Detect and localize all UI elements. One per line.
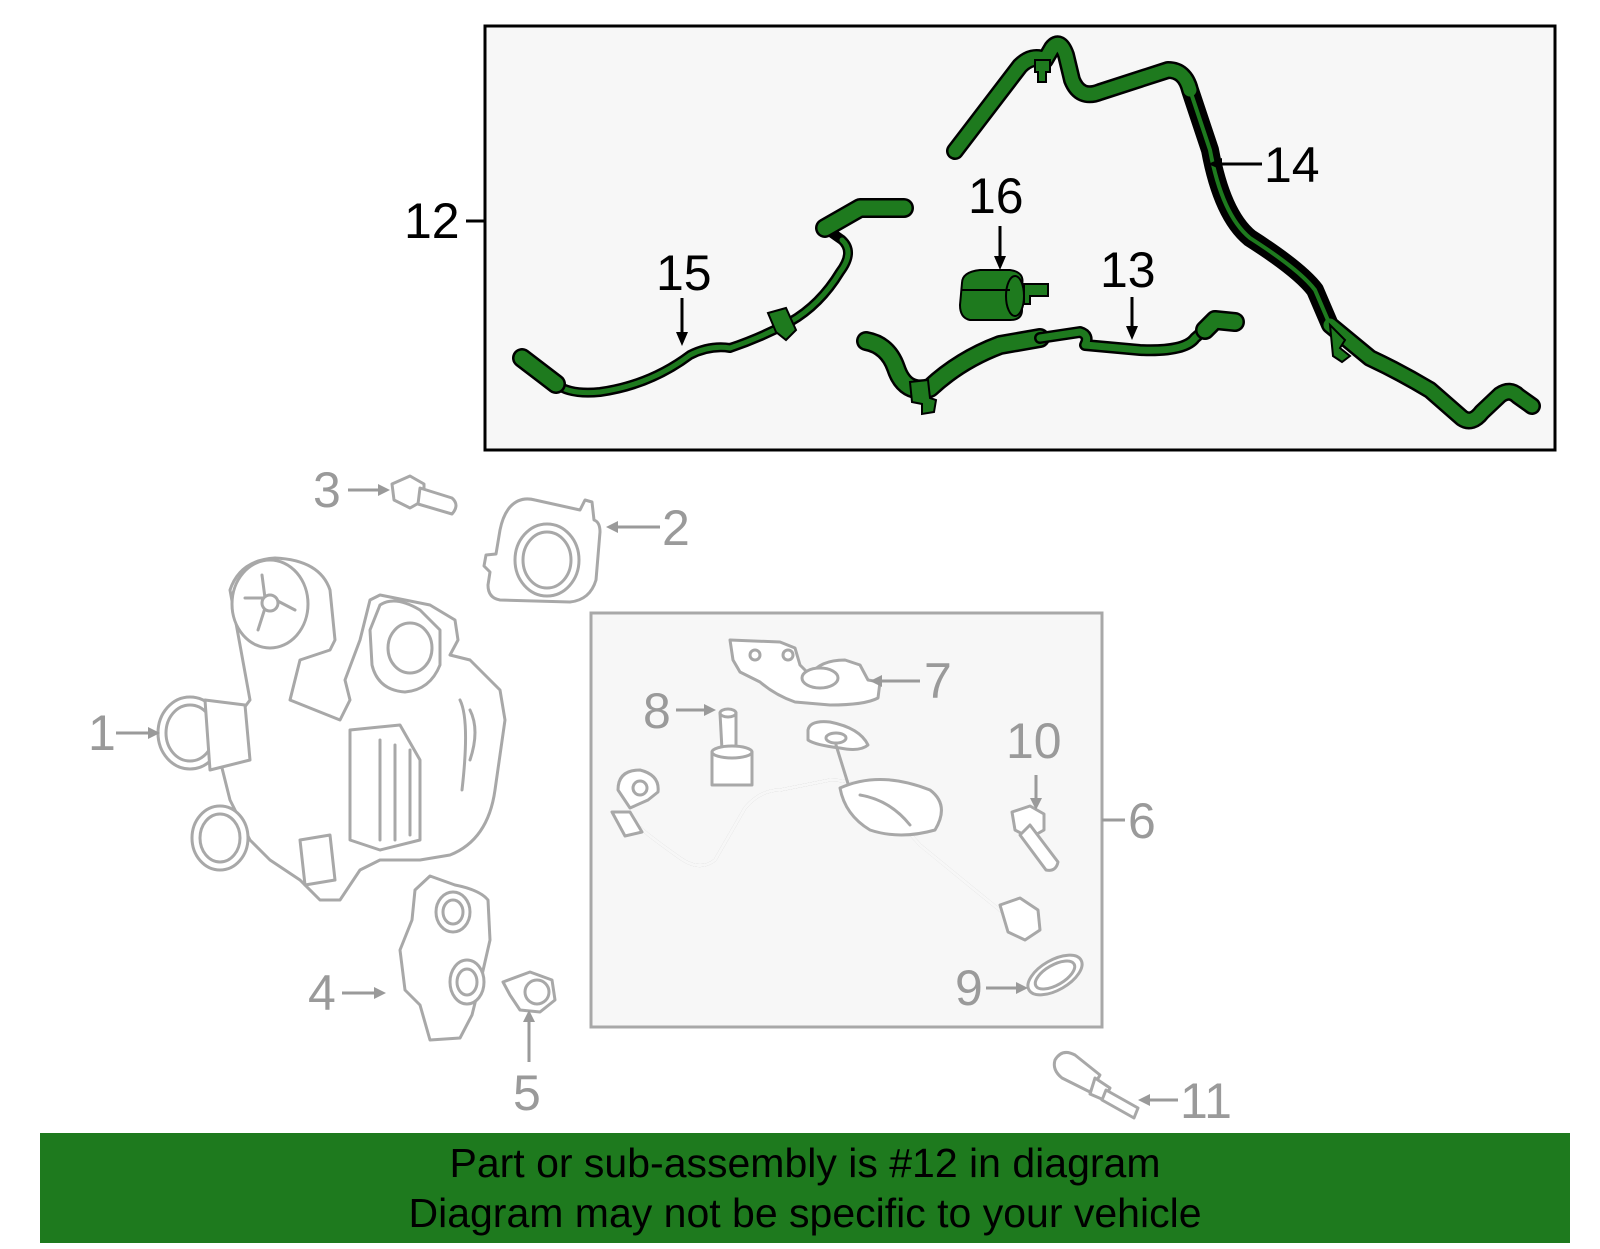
bolt-10[interactable] [1010,804,1060,872]
o-ring-9[interactable] [1022,947,1089,1003]
oil-line[interactable] [610,720,1042,942]
callout-9: 9 [955,960,983,1016]
hose-13[interactable] [856,310,1245,416]
callout-3: 3 [313,462,341,518]
sensor-11[interactable] [1052,1050,1140,1120]
banner-line-2: Diagram may not be specific to your vehi… [408,1190,1202,1236]
gasket-7[interactable] [728,638,882,707]
callout-14: 14 [1264,137,1320,193]
bracket-4[interactable] [398,874,492,1042]
banner-line-1: Part or sub-assembly is #12 in diagram [449,1140,1161,1186]
subassembly-12-box [466,24,1557,452]
callout-12: 12 [404,193,460,249]
callout-7: 7 [924,653,952,709]
callout-16: 16 [968,168,1024,224]
leaders-top [676,158,1262,346]
hose-15[interactable] [512,198,914,398]
nut-5[interactable] [501,970,557,1014]
turbocharger-1[interactable] [156,556,507,902]
callout-10: 10 [1006,713,1062,769]
callout-2: 2 [662,500,690,556]
callout-11: 11 [1180,1073,1232,1129]
bolt-3[interactable] [390,474,458,516]
callout-5: 5 [513,1065,541,1121]
fitting-8[interactable] [710,707,754,787]
callout-8: 8 [643,683,671,739]
callout-6: 6 [1128,793,1156,849]
gasket-2[interactable] [482,497,602,604]
callout-15: 15 [656,245,712,301]
hose-14[interactable] [946,35,1541,430]
valve-16[interactable] [958,269,1049,321]
callout-1: 1 [88,705,116,761]
info-banner: Part or sub-assembly is #12 in diagram D… [40,1133,1570,1243]
callout-13: 13 [1100,242,1156,298]
callout-4: 4 [308,965,336,1021]
leaders-gray [116,484,1178,1106]
